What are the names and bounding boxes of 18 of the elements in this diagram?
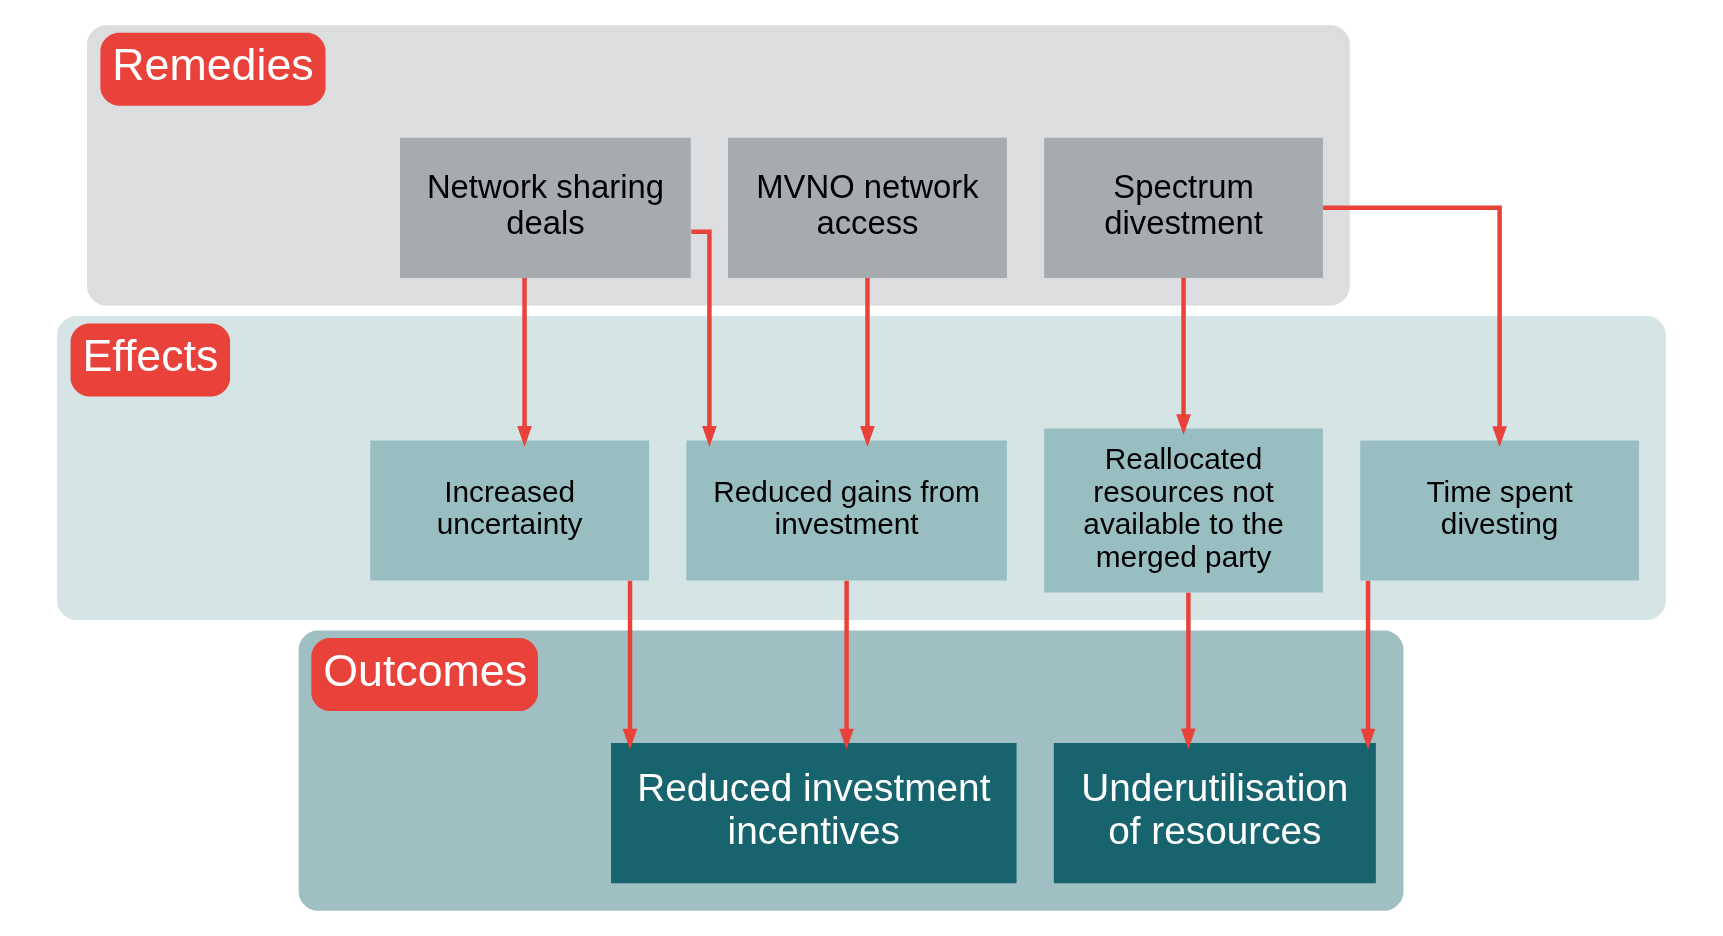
node-box: Increased uncertainty [370, 440, 650, 581]
node-box: Network sharing deals [400, 137, 691, 278]
arrow [691, 229, 717, 447]
node-box: MVNO network access [728, 137, 1007, 278]
arrow [860, 278, 875, 447]
node-box: Underutilisation of resources [1053, 743, 1376, 884]
node-box: Spectrum divestment [1044, 137, 1323, 278]
node-box: Reduced investment incentives [611, 743, 1017, 884]
node-box: Reallocated resources not available to the merged party [1044, 428, 1323, 593]
arrow [1181, 592, 1196, 750]
arrow [1176, 278, 1191, 436]
node-box: Reduced gains from investment [686, 440, 1007, 581]
node-box: Time spent divesting [1360, 440, 1639, 581]
arrow [517, 278, 532, 447]
arrow [1323, 205, 1507, 448]
arrow [622, 580, 638, 750]
arrow [1360, 580, 1376, 750]
arrow [839, 580, 854, 750]
